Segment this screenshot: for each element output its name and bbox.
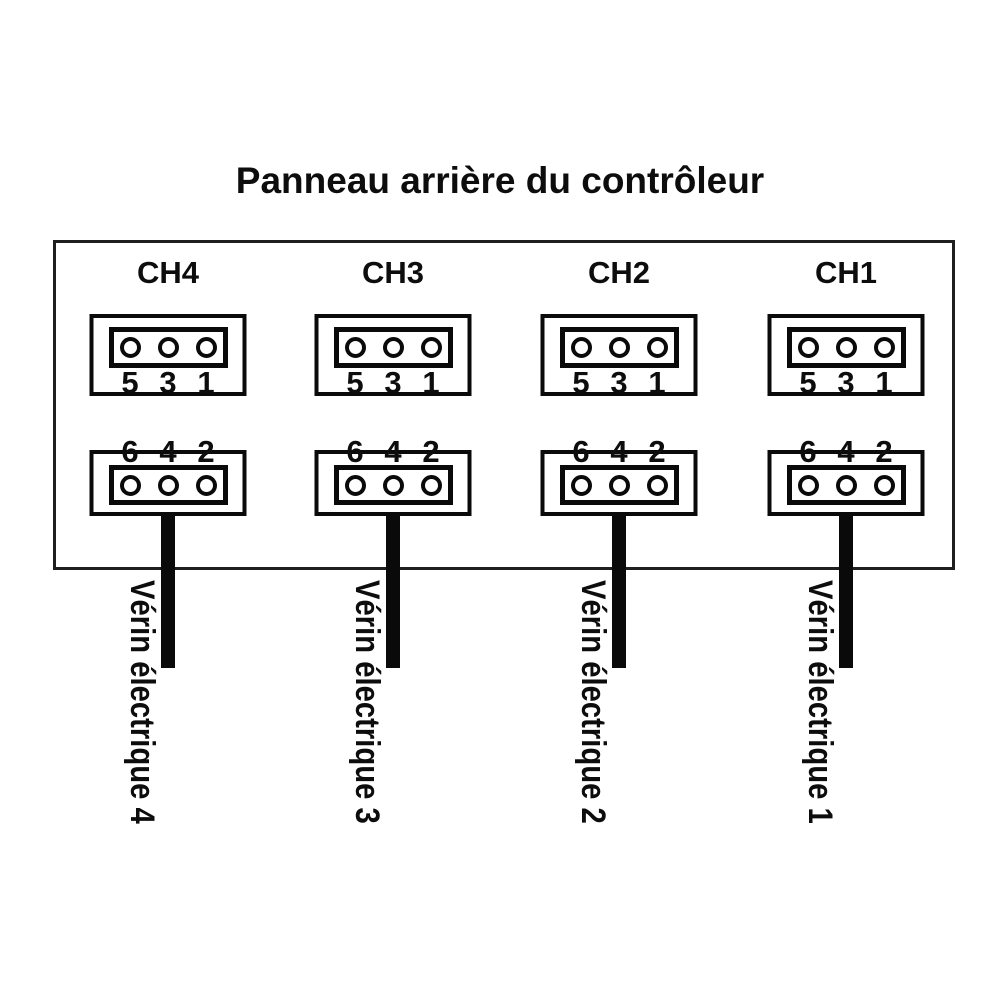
pin-hole xyxy=(157,474,179,496)
cable-line xyxy=(839,512,853,668)
top-pin-numbers: 5 3 1 xyxy=(111,367,225,398)
pin-hole xyxy=(835,337,857,358)
pin-hole xyxy=(608,337,630,358)
cable-line xyxy=(386,512,400,668)
pin-hole xyxy=(570,474,592,496)
top-pin-numbers: 5 3 1 xyxy=(789,367,903,398)
pin-hole xyxy=(570,337,592,358)
pin-hole xyxy=(797,337,819,358)
top-connector xyxy=(767,314,925,396)
bottom-pin-numbers: 6 4 2 xyxy=(789,436,903,467)
pin-number: 2 xyxy=(197,434,215,469)
pin-number: 3 xyxy=(159,365,177,400)
pin-hole xyxy=(344,474,366,496)
bottom-pin-numbers: 6 4 2 xyxy=(111,436,225,467)
pin-number: 3 xyxy=(610,365,628,400)
channel-ch4: CH4 5 3 1 6 4 2 Vérin électrique xyxy=(88,0,248,1000)
pin-number: 1 xyxy=(648,365,666,400)
cable-line xyxy=(161,512,175,668)
pin-number: 5 xyxy=(346,365,364,400)
pin-number: 2 xyxy=(422,434,440,469)
bottom-connector xyxy=(540,450,698,516)
pin-number: 5 xyxy=(572,365,590,400)
bottom-connector xyxy=(767,450,925,516)
connector-socket xyxy=(559,327,679,368)
pin-hole xyxy=(195,474,217,496)
connector-socket xyxy=(333,465,453,505)
pin-hole xyxy=(344,337,366,358)
pin-hole xyxy=(797,474,819,496)
pin-number: 1 xyxy=(875,365,893,400)
page-title: Panneau arrière du contrôleur xyxy=(235,160,765,201)
channel-ch1: CH1 5 3 1 6 4 2 Vérin électrique xyxy=(766,0,926,1000)
pin-hole xyxy=(119,337,141,358)
actuator-label: Vérin électrique 2 xyxy=(574,580,612,824)
pin-hole xyxy=(873,337,895,358)
connector-socket xyxy=(786,465,906,505)
channel-ch2: CH2 5 3 1 6 4 2 Vérin électrique xyxy=(539,0,699,1000)
pin-number: 6 xyxy=(799,434,817,469)
pin-number: 6 xyxy=(346,434,364,469)
pin-number: 1 xyxy=(422,365,440,400)
pin-hole xyxy=(608,474,630,496)
pin-number: 5 xyxy=(121,365,139,400)
pin-number: 3 xyxy=(837,365,855,400)
connector-socket xyxy=(108,465,228,505)
pin-number: 4 xyxy=(384,434,402,469)
actuator-label: Vérin électrique 1 xyxy=(801,580,839,824)
connector-socket xyxy=(108,327,228,368)
channel-ch3: CH3 5 3 1 6 4 2 Vérin électrique xyxy=(313,0,473,1000)
pin-hole xyxy=(420,337,442,358)
pin-number: 4 xyxy=(837,434,855,469)
cable-line xyxy=(612,512,626,668)
pin-hole xyxy=(835,474,857,496)
connector-socket xyxy=(559,465,679,505)
pin-hole xyxy=(119,474,141,496)
top-connector xyxy=(540,314,698,396)
connector-socket xyxy=(786,327,906,368)
bottom-pin-numbers: 6 4 2 xyxy=(562,436,676,467)
actuator-label: Vérin électrique 3 xyxy=(348,580,386,824)
pin-number: 6 xyxy=(572,434,590,469)
pin-number: 5 xyxy=(799,365,817,400)
pin-number: 3 xyxy=(384,365,402,400)
pin-number: 1 xyxy=(197,365,215,400)
pin-hole xyxy=(646,337,668,358)
top-pin-numbers: 5 3 1 xyxy=(562,367,676,398)
pin-hole xyxy=(382,337,404,358)
top-connector xyxy=(314,314,472,396)
connector-socket xyxy=(333,327,453,368)
pin-number: 4 xyxy=(159,434,177,469)
pin-number: 4 xyxy=(610,434,628,469)
pin-hole xyxy=(646,474,668,496)
pin-hole xyxy=(420,474,442,496)
pin-hole xyxy=(195,337,217,358)
actuator-label: Vérin électrique 4 xyxy=(123,580,161,824)
top-connector xyxy=(89,314,247,396)
channel-label: CH1 xyxy=(814,255,877,290)
pin-hole xyxy=(157,337,179,358)
channel-label: CH4 xyxy=(136,255,199,290)
bottom-pin-numbers: 6 4 2 xyxy=(336,436,450,467)
top-pin-numbers: 5 3 1 xyxy=(336,367,450,398)
pin-hole xyxy=(382,474,404,496)
channel-label: CH3 xyxy=(361,255,424,290)
channel-label: CH2 xyxy=(587,255,650,290)
pin-number: 6 xyxy=(121,434,139,469)
pin-number: 2 xyxy=(648,434,666,469)
pin-number: 2 xyxy=(875,434,893,469)
pin-hole xyxy=(873,474,895,496)
